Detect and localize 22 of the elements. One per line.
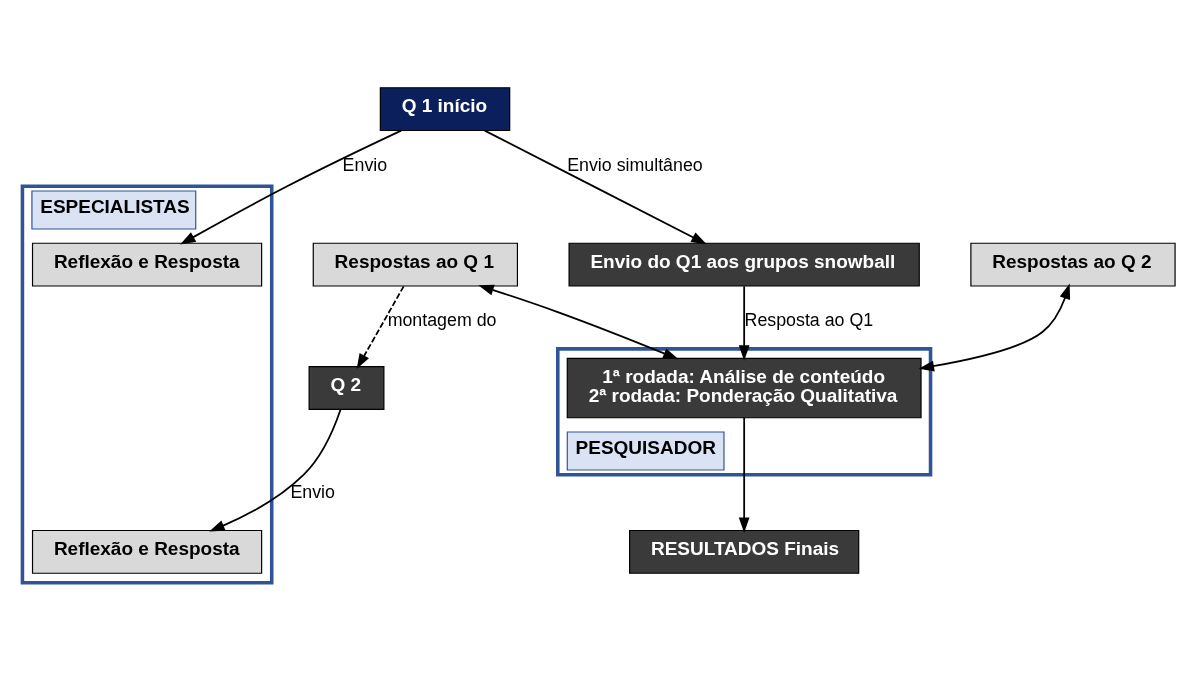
edge-label: Resposta ao Q1	[744, 309, 874, 330]
edge-label: Envio	[342, 154, 388, 175]
arrow	[478, 284, 679, 359]
arrow	[738, 284, 750, 361]
node-box: Q 1 início	[379, 86, 511, 131]
node-box: Envio do Q1 aos grupos snowball	[568, 242, 920, 287]
arrow	[483, 129, 707, 244]
node-box: Reflexão e Resposta	[31, 529, 263, 574]
arrow	[738, 416, 750, 533]
node-box: 1ª rodada: Análise de conteúdo 2ª rodada: Ponderação Qualitativa	[566, 357, 922, 418]
node-box: RESULTADOS Finais	[629, 529, 860, 574]
node-box: Q 2	[308, 365, 385, 410]
node-box: Reflexão e Resposta	[31, 242, 263, 287]
arrow	[356, 284, 405, 369]
edge-label: Envio	[290, 481, 335, 502]
edge-label: montagem do	[387, 309, 497, 330]
edge-label: Envio simultâneo	[567, 154, 703, 175]
arrow	[180, 129, 403, 245]
arrow	[209, 408, 342, 531]
node-box: Respostas ao Q 2	[970, 242, 1176, 287]
node-box: Respostas ao Q 1	[312, 242, 519, 287]
arrow	[918, 283, 1071, 371]
